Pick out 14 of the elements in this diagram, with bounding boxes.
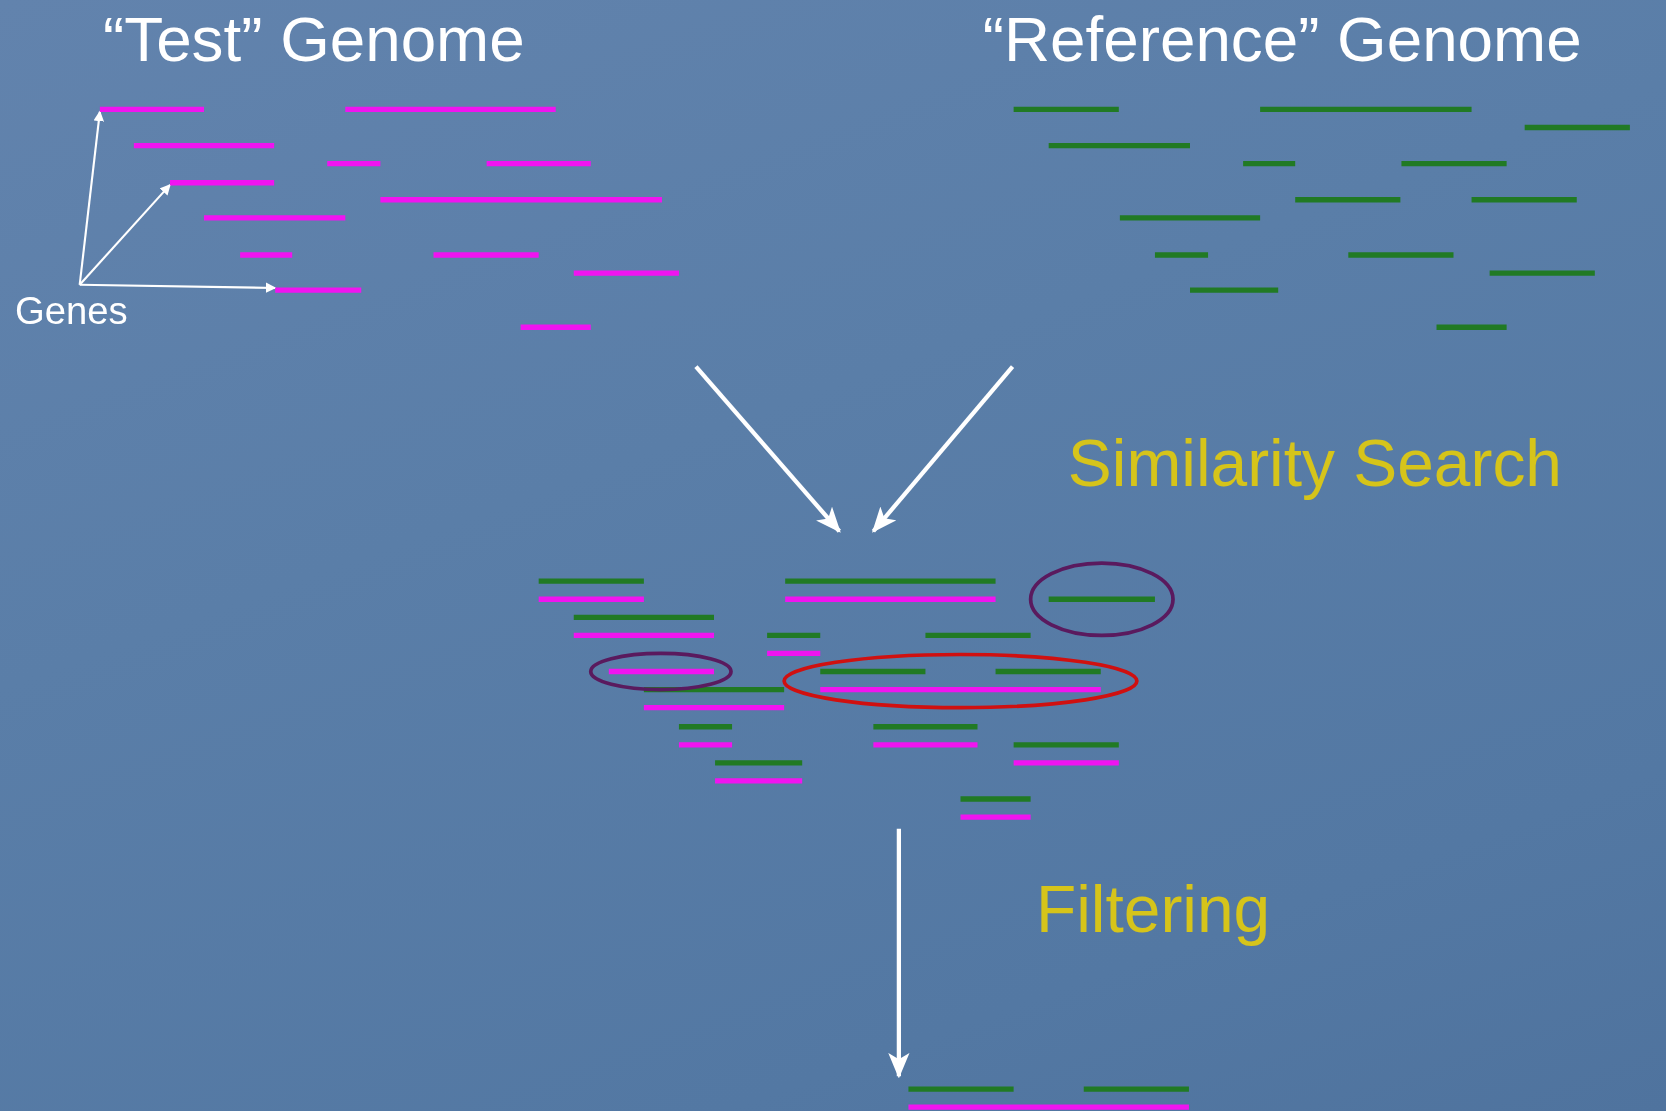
flow-arrow: [888, 828, 910, 1079]
gene-line: [99, 106, 204, 113]
gene-line: [170, 180, 275, 186]
leader-arrow: [78, 184, 171, 286]
genome-title: “Reference” Genome: [982, 2, 1582, 76]
leader-arrow: [79, 282, 277, 294]
genome-title: “Test” Genome: [103, 2, 525, 76]
flow-arrow: [694, 365, 841, 533]
gene-line: [275, 287, 362, 293]
edge-label: Filtering: [1035, 871, 1271, 947]
leader-arrow: [78, 110, 105, 285]
edge-label: Similarity Search: [1067, 425, 1562, 501]
flow-arrow: [871, 365, 1015, 533]
genes-label: Genes: [14, 289, 128, 334]
